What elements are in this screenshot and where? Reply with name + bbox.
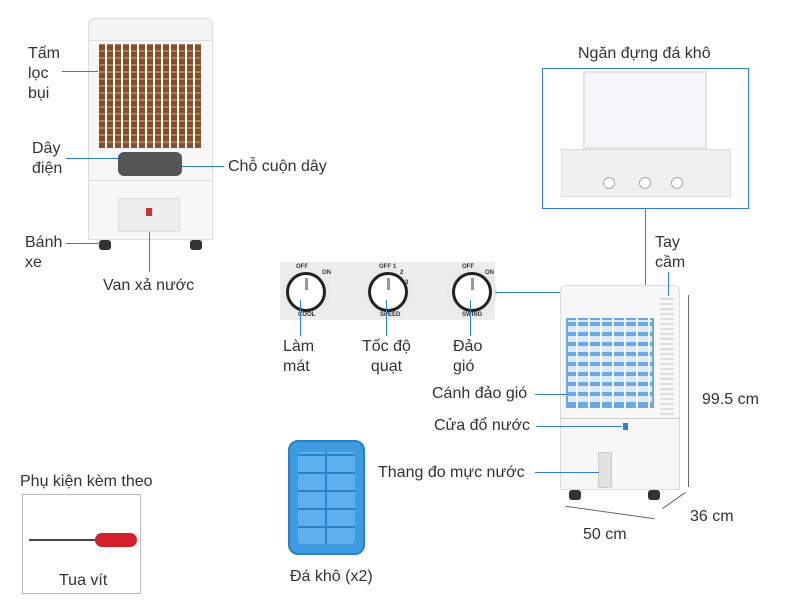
width-dimension: 50 cm <box>583 526 627 543</box>
drain-valve <box>118 198 180 232</box>
ice-compartment-box <box>542 68 749 209</box>
screwdriver-label: Tua vít <box>59 572 108 589</box>
depth-dimension: 36 cm <box>690 508 734 525</box>
cord-holder <box>118 152 182 176</box>
speed-knob <box>368 272 408 312</box>
screwdriver-icon <box>29 539 99 541</box>
water-gauge-label: Thang đo mực nước <box>378 464 525 481</box>
swing-louver-label: Cánh đảo gió <box>432 385 528 402</box>
water-gauge <box>598 452 612 488</box>
height-dimension-line <box>688 295 689 487</box>
accessories-box: Tua vít <box>22 494 141 594</box>
ice-pack-image <box>288 440 365 555</box>
control-panel: OFF ON COOL OFF 1 2 3 SPEED OFF ON SWING <box>280 262 495 320</box>
height-dimension: 99.5 cm <box>702 391 759 408</box>
drain-valve-label: Van xả nước <box>103 277 195 294</box>
water-inlet-label: Cửa đổ nước <box>434 417 530 434</box>
ice-pack-label: Đá khô (x2) <box>290 568 373 585</box>
ice-compartment-label: Ngăn đựng đá khô <box>578 45 711 62</box>
swing-knob <box>452 272 492 312</box>
accessories-title: Phụ kiện kèm theo <box>20 473 153 490</box>
cord-holder-label: Chỗ cuộn dây <box>228 158 327 175</box>
cool-knob <box>286 272 326 312</box>
